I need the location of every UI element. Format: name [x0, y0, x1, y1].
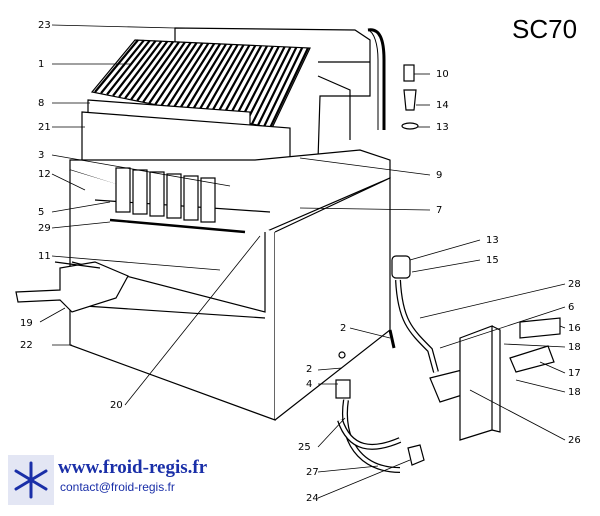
callout-number: 13 — [486, 235, 499, 246]
fin — [124, 40, 169, 99]
leader-lines — [39, 24, 566, 499]
fin — [178, 43, 222, 110]
callout-number: 8 — [38, 98, 44, 109]
callout-number: 6 — [568, 302, 574, 313]
cabinet-body — [69, 149, 391, 233]
contact-email[interactable]: contact@froid-regis.fr — [60, 480, 175, 494]
fin — [232, 45, 274, 122]
callout-number: 21 — [38, 122, 51, 133]
fin — [226, 45, 268, 120]
ice-scoop — [15, 261, 129, 313]
callout-number: 4 — [306, 379, 312, 390]
callout-number: 18 — [568, 387, 581, 398]
callout-number: 1 — [38, 59, 44, 70]
fin — [190, 43, 233, 113]
snowflake-logo — [8, 455, 54, 505]
cube-mold — [115, 167, 131, 213]
screw — [388, 329, 396, 349]
callout-number: 20 — [110, 400, 123, 411]
cube-mold — [166, 173, 182, 219]
fin — [166, 42, 210, 108]
callout-number: 23 — [38, 20, 51, 31]
callout-number: 27 — [306, 467, 319, 478]
fin — [184, 43, 227, 112]
rod — [109, 218, 246, 234]
fin — [148, 41, 192, 104]
callout-number: 29 — [38, 223, 51, 234]
callout-number: 14 — [436, 100, 449, 111]
callout-number: 17 — [568, 368, 581, 379]
fin — [118, 40, 163, 98]
callout-number: 24 — [306, 493, 319, 504]
cube-mold — [149, 171, 165, 217]
drain-pipe — [367, 28, 386, 130]
callout-number: 16 — [568, 323, 581, 334]
fin — [112, 40, 157, 97]
drawing — [15, 24, 566, 499]
connector-17 — [509, 345, 555, 373]
fin — [220, 45, 263, 119]
fitting-10 — [403, 64, 415, 82]
hose-28 — [395, 279, 439, 373]
fin — [154, 42, 198, 106]
cube-molds — [115, 167, 216, 223]
tube-27 — [342, 399, 401, 473]
connector-16 — [519, 317, 561, 339]
callout-number: 22 — [20, 340, 33, 351]
fin — [256, 46, 298, 127]
fin — [250, 46, 292, 125]
callout-number: 15 — [486, 255, 499, 266]
callout-number: 19 — [20, 318, 33, 329]
evaporator-fins — [90, 39, 311, 129]
callout-number: 26 — [568, 435, 581, 446]
fin — [136, 41, 180, 102]
callout-number: 13 — [436, 122, 449, 133]
fin — [214, 44, 257, 118]
website-link[interactable]: www.froid-regis.fr — [58, 457, 208, 478]
callout-number: 2 — [306, 364, 312, 375]
callout-number: 12 — [38, 169, 51, 180]
cube-mold — [200, 177, 216, 223]
callout-number: 9 — [436, 170, 442, 181]
fin — [208, 44, 251, 117]
cube-mold — [183, 175, 199, 221]
callout-number: 11 — [38, 251, 51, 262]
fin — [244, 46, 286, 124]
fin — [130, 41, 175, 101]
fin — [106, 39, 151, 96]
fin — [196, 44, 239, 114]
callout-number: 25 — [298, 442, 311, 453]
fin — [269, 47, 309, 129]
fin — [202, 44, 245, 115]
model-title: SC70 — [512, 14, 578, 44]
callout-number: 7 — [436, 205, 442, 216]
fin — [262, 47, 304, 128]
fin — [238, 46, 280, 123]
callout-number: 3 — [38, 150, 44, 161]
callout-number: 10 — [436, 69, 449, 80]
fin — [172, 42, 216, 109]
fin — [142, 41, 186, 103]
callout-number: 5 — [38, 207, 44, 218]
callout-number: 28 — [568, 279, 581, 290]
fin — [94, 39, 139, 93]
cube-mold — [132, 169, 148, 215]
callout-number: 18 — [568, 342, 581, 353]
fin — [160, 42, 204, 107]
fin — [100, 39, 145, 94]
callout-number: 2 — [340, 323, 346, 334]
